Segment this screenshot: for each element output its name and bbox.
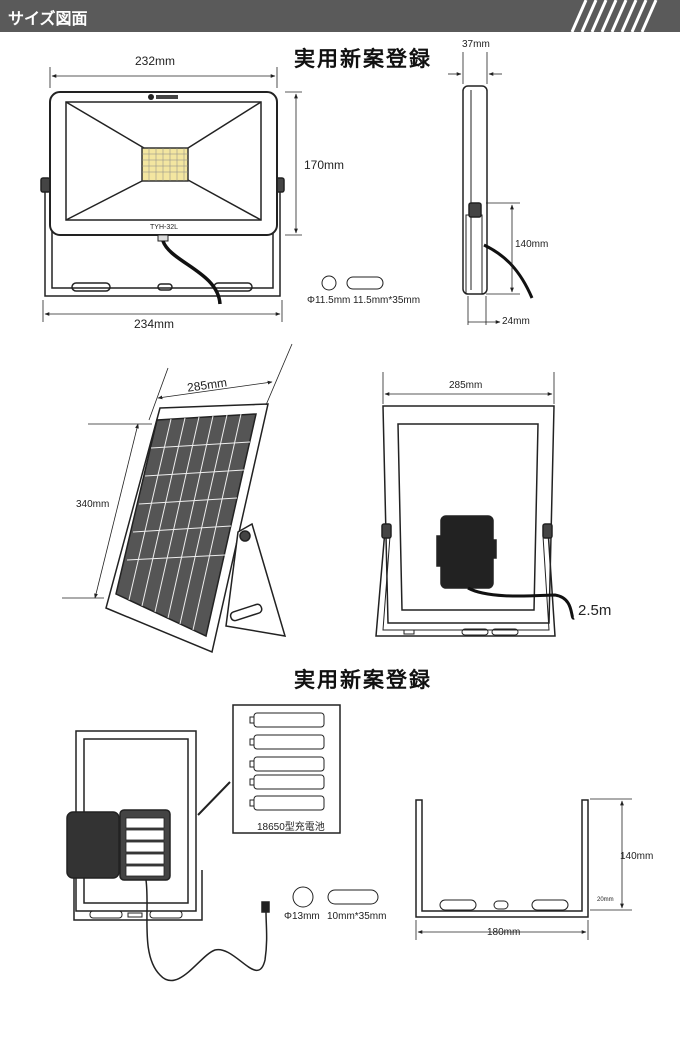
side-bracket-depth-label: 24mm xyxy=(502,316,530,327)
slot-hole-icon xyxy=(346,276,384,290)
floodlight-front-view xyxy=(40,91,285,305)
battery-type-label: 18650型充電池 xyxy=(257,822,325,833)
solar-width-back-label: 285mm xyxy=(449,380,483,391)
solar-height-label: 340mm xyxy=(76,499,110,510)
registration-label-bottom: 実用新案登録 xyxy=(294,668,432,692)
floodlight-width-top-label: 232mm xyxy=(135,54,176,68)
bracket-height-label: 140mm xyxy=(620,851,654,862)
round-hole-icon-2 xyxy=(292,886,314,908)
solar-panel-back-view xyxy=(375,405,576,637)
cable-length-label: 2.5m xyxy=(578,602,612,619)
bracket-base-height-label: 20mm xyxy=(597,897,614,903)
section-header: サイズ図面 xyxy=(0,0,680,32)
registration-label-top: 実用新案登録 xyxy=(294,47,432,71)
bracket-width-label: 180mm xyxy=(487,927,521,938)
floodlight-side-view xyxy=(462,85,534,299)
header-stripes-decoration xyxy=(570,0,658,32)
hole-round-label: Φ11.5mm xyxy=(307,295,351,306)
side-depth-label: 37mm xyxy=(462,39,490,50)
side-bracket-height-label: 140mm xyxy=(515,239,549,250)
battery-cells xyxy=(249,712,325,811)
hole-slot-label: 11.5mm*35mm xyxy=(353,295,421,306)
hole-slot-label-2: 10mm*35mm xyxy=(327,911,387,922)
battery-install-view xyxy=(66,730,270,982)
hole-round-label-2: Φ13mm xyxy=(284,911,320,922)
floodlight-height-label: 170mm xyxy=(304,158,345,172)
solar-panel-angled-view xyxy=(105,403,287,654)
slot-hole-icon-2 xyxy=(327,889,379,905)
floodlight-width-bottom-label: 234mm xyxy=(134,317,175,331)
brand-logo xyxy=(148,94,178,100)
mounting-bracket-view xyxy=(415,799,589,918)
model-label: TYH-32L xyxy=(150,224,179,231)
round-hole-icon xyxy=(321,275,337,291)
section-title: サイズ図面 xyxy=(8,9,88,28)
